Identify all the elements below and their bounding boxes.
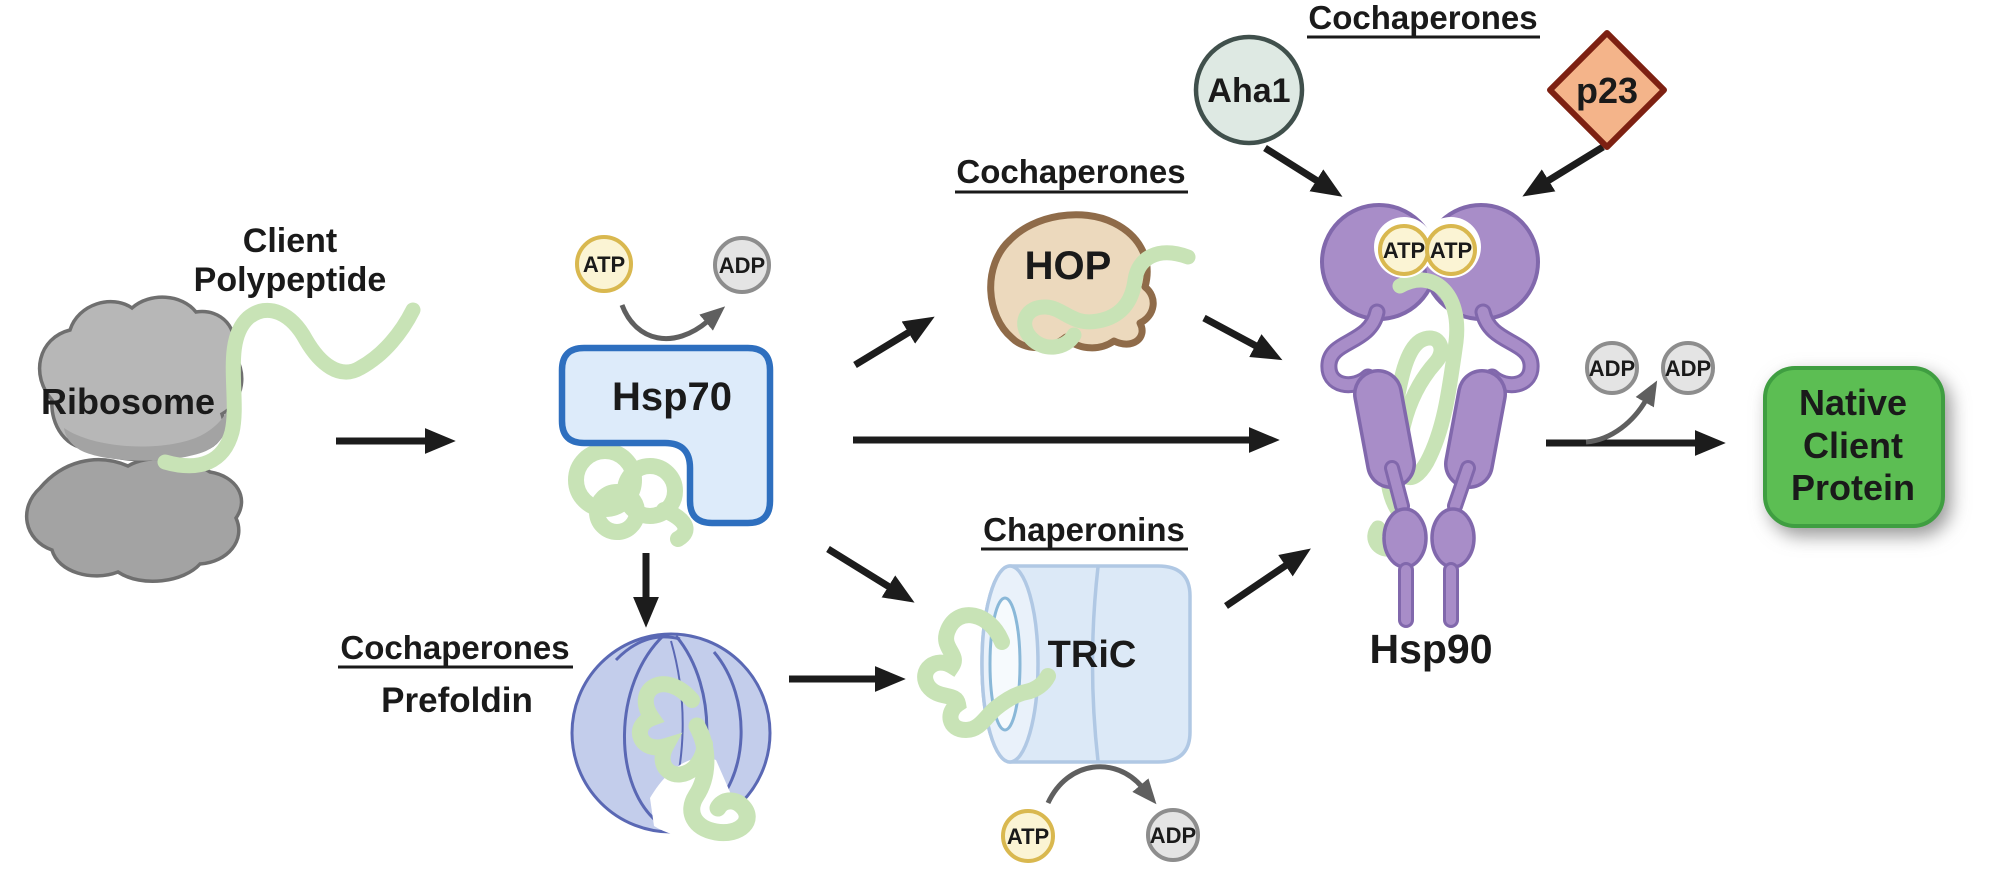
ribosome-shading <box>64 406 230 461</box>
hop-label: HOP <box>1025 244 1112 288</box>
client-polypeptide-line1: Client <box>243 222 337 260</box>
atp-label: ATP <box>583 252 625 277</box>
hsp90-adp-badge-1: ADP <box>1585 341 1639 395</box>
hop-group-title: Cochaperones <box>956 153 1185 190</box>
hsp90-group: ATP ATP Hsp90 <box>1320 203 1540 672</box>
client-polypeptide-label: Client Polypeptide <box>194 222 387 299</box>
hsp90-connector-left <box>1387 463 1407 511</box>
adp-label: ADP <box>719 253 765 278</box>
hsp70-atp-hydrolysis-arrow <box>619 304 726 342</box>
native-line3: Protein <box>1791 467 1915 508</box>
hsp90-cochaperones-title: Cochaperones <box>1308 0 1537 36</box>
hsp70-label: Hsp70 <box>612 375 732 419</box>
hsp90-middle-domains <box>1356 372 1504 486</box>
p23-label: p23 <box>1576 70 1638 111</box>
arrow-tric-to-hsp90 <box>1224 548 1311 609</box>
prefoldin-seam <box>623 633 666 826</box>
prefoldin-label: Prefoldin <box>381 681 533 720</box>
client-polypeptide-squiggle <box>157 302 421 474</box>
atp-circle <box>575 235 633 293</box>
hsp90-connector-right <box>1450 463 1473 511</box>
hsp90-linker-left-fill <box>1323 306 1383 391</box>
arrow-hsp70-to-hop <box>853 316 935 368</box>
adp-circle <box>1661 341 1715 395</box>
prefoldin-group: Cochaperones Prefoldin <box>338 629 772 842</box>
hsp70-adp-badge: ADP <box>713 236 771 294</box>
aha1-label: Aha1 <box>1207 72 1290 110</box>
client-polypeptide-line2: Polypeptide <box>194 261 387 299</box>
atp-label: ATP <box>1430 238 1472 263</box>
coil-tail <box>656 502 694 547</box>
ribosome-group: Ribosome <box>24 295 244 584</box>
hsp90-lower-domain-left <box>1382 507 1428 569</box>
tric-atp-badge: ATP <box>1001 809 1055 863</box>
ribosome-small-subunit <box>24 456 244 584</box>
hsp90-atp-badge-right: ATP <box>1425 224 1477 276</box>
tric-atp-hydrolysis-arrow <box>1045 764 1157 805</box>
chaperonins-title: Chaperonins <box>983 511 1185 548</box>
tric-cylinder-seam <box>1090 566 1100 762</box>
adp-circle <box>1146 808 1200 862</box>
hsp90-adp-release-arrow <box>1585 380 1658 445</box>
hsp70-client-coil <box>568 443 694 547</box>
prefoldin-client-tail <box>683 717 756 842</box>
tric-label: TRiC <box>1048 634 1137 676</box>
arrow-aha1-to-hsp90 <box>1263 145 1343 197</box>
native-client-protein-box <box>1763 366 1945 528</box>
hsp90-linkers <box>1323 306 1537 391</box>
hsp90-connectors <box>1387 463 1473 511</box>
hsp90-linker-right-fill <box>1477 306 1537 391</box>
prefoldin-cap-seam <box>614 635 681 662</box>
hsp70-group: Hsp70 ATP ADP <box>558 235 774 547</box>
adp-circle <box>713 236 771 294</box>
native-client-protein-group: Native Client Protein <box>1763 366 1945 528</box>
p23-diamond <box>1547 30 1667 150</box>
native-line1: Native <box>1799 382 1907 423</box>
arrow-p23-to-hsp90 <box>1522 144 1605 197</box>
atp-label: ATP <box>1007 824 1049 849</box>
prefoldin-group-title: Cochaperones <box>340 629 569 666</box>
pathway-arrows <box>336 144 1726 692</box>
native-line2: Client <box>1803 425 1903 466</box>
adp-circle <box>1585 341 1639 395</box>
tric-adp-badge: ADP <box>1146 808 1200 862</box>
hsp90-tails-outline <box>1398 562 1459 628</box>
hsp90-cochaperones-group: Cochaperones Aha1 p23 <box>1193 0 1667 150</box>
hsp70-shape <box>558 344 774 527</box>
tric-group: Chaperonins TRiC ATP ADP <box>917 511 1200 863</box>
arrow-hop-to-hsp90 <box>1202 314 1283 361</box>
hsp90-capsule-right <box>1447 372 1504 486</box>
p23-node: p23 <box>1547 30 1667 150</box>
hsp90-label: Hsp90 <box>1369 626 1492 672</box>
hop-client-squiggle <box>1017 245 1196 355</box>
coil-loop <box>589 484 645 540</box>
atp-label: ATP <box>1383 238 1425 263</box>
aha1-circle <box>1193 34 1305 146</box>
arrow-hsp70-to-tric <box>826 546 915 603</box>
hop-group: Cochaperones HOP <box>955 153 1196 355</box>
ribosome-label: Ribosome <box>41 381 215 422</box>
hsp90-adp-release: ADP ADP <box>1585 341 1715 445</box>
adp-label: ADP <box>1665 356 1711 381</box>
hsp90-atp-badge-left: ATP <box>1378 224 1430 276</box>
adp-label: ADP <box>1589 356 1635 381</box>
adp-label: ADP <box>1150 823 1196 848</box>
hsp90-lower-domain-right <box>1430 507 1476 569</box>
atp-circle <box>1425 224 1477 276</box>
hsp90-adp-badge-2: ADP <box>1661 341 1715 395</box>
aha1-node: Aha1 <box>1193 34 1305 146</box>
atp-circle <box>1001 809 1055 863</box>
tric-client-squiggle <box>917 607 1056 739</box>
hsp90-tails <box>1401 565 1456 625</box>
hsp90-capsule-left <box>1356 372 1413 486</box>
hsp70-atp-badge: ATP <box>575 235 633 293</box>
